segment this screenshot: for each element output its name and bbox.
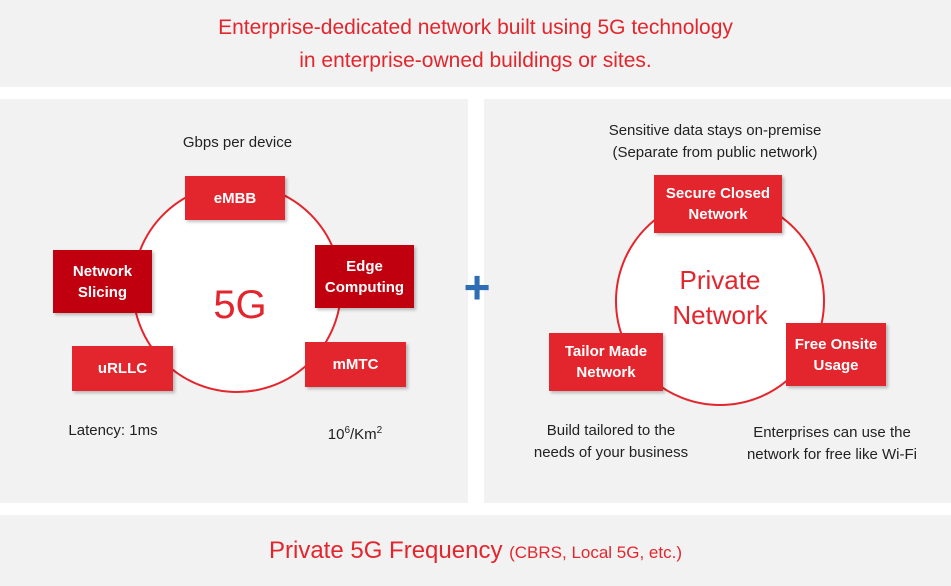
gbps-note: Gbps per device [182, 134, 293, 151]
mmtc-box: mMTC [305, 342, 406, 387]
headline-line-1: Enterprise-dedicated network built using… [218, 16, 733, 39]
sensitive-data-note-line-2: (Separate from public network) [612, 144, 818, 161]
network-slicing-box: Network Slicing [53, 250, 152, 313]
density-unit-exponent: 2 [376, 425, 383, 436]
footer-main: Private 5G Frequency [269, 537, 503, 564]
build-tailored-note-line-2: needs of your business [533, 444, 689, 461]
5g-center-label: 5G [213, 283, 267, 327]
tailor-made-network-box: Tailor Made Network [549, 333, 663, 391]
build-tailored-note-line-1: Build tailored to the [546, 422, 676, 439]
secure-closed-network-box: Secure Closed Network [654, 175, 782, 233]
embb-box: eMBB [185, 176, 285, 220]
density-note: 106/Km2 [300, 420, 410, 446]
edge-computing-box: Edge Computing [315, 245, 414, 308]
private-center-line-2: Network [672, 300, 768, 330]
latency-note: Latency: 1ms [68, 422, 158, 439]
footer-sub: (CBRS, Local 5G, etc.) [509, 543, 682, 562]
private-center-line-1: Private [679, 265, 761, 295]
headline-line-2: in enterprise-owned buildings or sites. [299, 49, 652, 72]
enterprise-free-note-line-1: Enterprises can use the [753, 424, 911, 441]
density-exponent: 6 [344, 425, 350, 436]
density-base: 10 [327, 426, 345, 443]
urllc-box: uRLLC [72, 346, 173, 391]
free-onsite-usage-box: Free Onsite Usage [786, 323, 886, 386]
top-banner [0, 0, 951, 87]
bottom-banner [0, 515, 951, 586]
enterprise-free-note-line-2: network for free like Wi-Fi [746, 446, 918, 463]
footer-line: Private 5G Frequency (CBRS, Local 5G, et… [0, 534, 951, 570]
density-unit: /Km [350, 426, 377, 443]
plus-icon: + [463, 261, 491, 313]
sensitive-data-note-line-1: Sensitive data stays on-premise [608, 122, 822, 139]
